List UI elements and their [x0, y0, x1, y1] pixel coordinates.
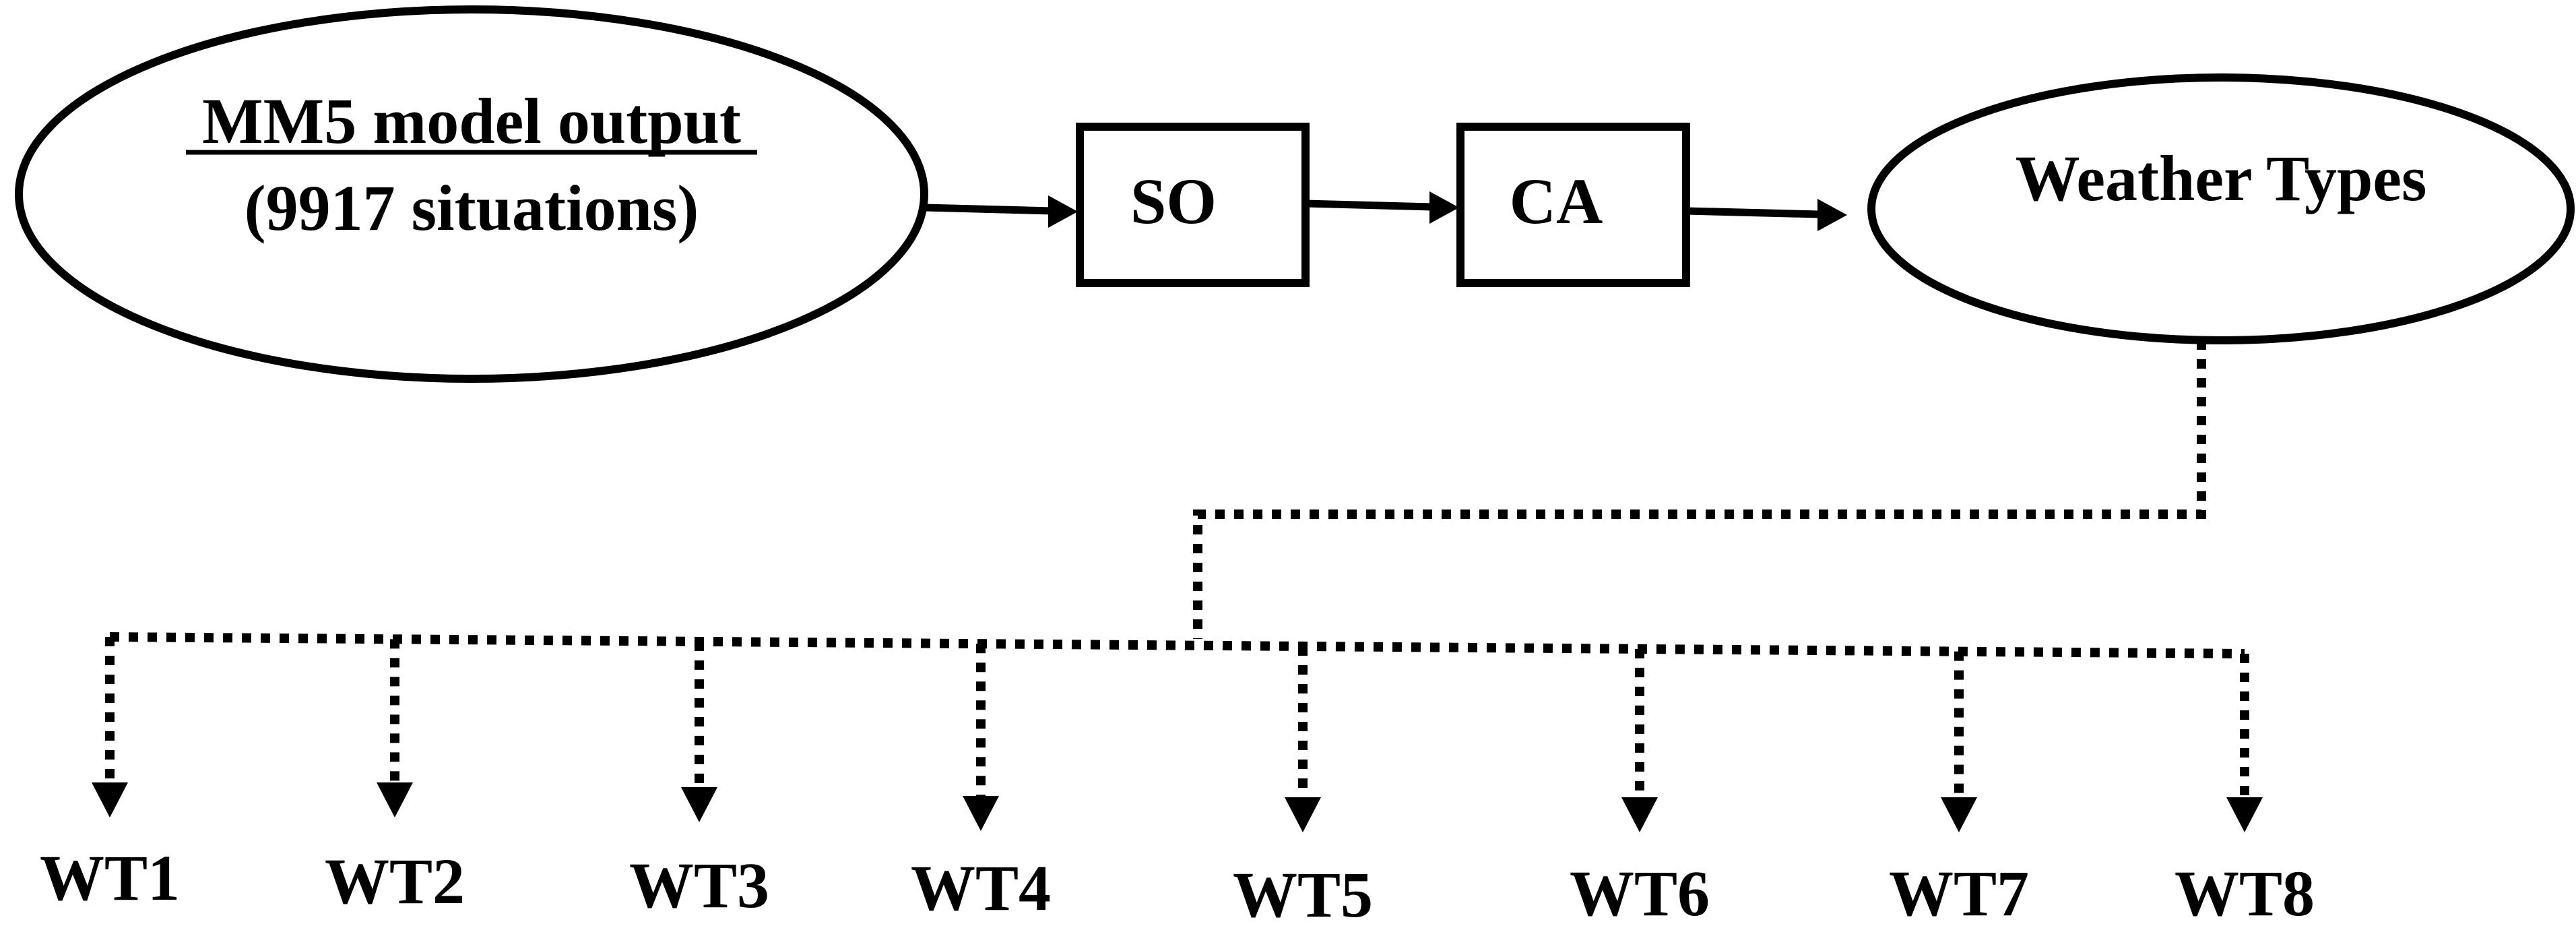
weather-type-output-2: WT2 — [325, 639, 465, 917]
source-title: MM5 model output — [202, 85, 741, 157]
so-box — [1076, 123, 1310, 287]
branch-bus — [109, 632, 2245, 658]
weather-type-output-1: WT1 — [40, 637, 180, 914]
so-node: SO — [1076, 123, 1310, 287]
source-subtitle: (9917 situations) — [245, 172, 699, 244]
ca-box — [1456, 123, 1690, 287]
weather-types-node: Weather Types — [1867, 73, 2575, 344]
weather-type-output-8: WT8 — [2175, 654, 2315, 926]
arrow-so-to-ca — [1305, 191, 1459, 224]
weather-type-label: WT6 — [1570, 857, 1710, 926]
weather-type-arrowhead — [1285, 797, 1321, 832]
branch-connector — [109, 340, 2245, 658]
weather-type-output-5: WT5 — [1233, 646, 1373, 926]
weather-type-output-7: WT7 — [1889, 651, 2029, 926]
ca-node: CA — [1456, 123, 1690, 287]
source-ellipse — [15, 5, 928, 383]
weather-type-arrowhead — [2226, 797, 2263, 832]
weather-type-arrowhead — [92, 782, 128, 817]
weather-types-label: Weather Types — [2016, 142, 2427, 214]
weather-type-label: WT4 — [911, 852, 1051, 924]
ca-label: CA — [1510, 165, 1603, 237]
weather-type-output-6: WT6 — [1570, 648, 1710, 926]
weather-type-arrowhead — [963, 796, 999, 831]
source-node: MM5 model output (9917 situations) — [15, 5, 928, 383]
weather-type-label: WT8 — [2175, 857, 2315, 926]
arrow-ca-to-weather-types — [1685, 199, 1847, 231]
weather-type-output-4: WT4 — [911, 644, 1051, 924]
weather-type-label: WT1 — [40, 842, 180, 914]
so-label: SO — [1130, 165, 1217, 237]
weather-type-arrowhead — [1941, 797, 1977, 832]
weather-type-label: WT5 — [1233, 859, 1373, 926]
branch-trunk — [1193, 340, 2206, 639]
weather-type-arrowhead — [1621, 797, 1658, 832]
weather-type-output-3: WT3 — [629, 641, 769, 921]
weather-type-arrowhead — [681, 787, 717, 822]
weather-type-label: WT7 — [1889, 857, 2029, 926]
weather-type-arrowhead — [377, 782, 413, 817]
weather-type-label: WT3 — [629, 849, 769, 921]
arrow-source-to-so — [924, 195, 1078, 228]
weather-type-outputs: WT1 WT2 WT3 WT4 WT5 WT6 WT7 WT8 — [40, 637, 2315, 926]
weather-type-label: WT2 — [325, 845, 465, 917]
weather-types-ellipse — [1867, 73, 2575, 344]
